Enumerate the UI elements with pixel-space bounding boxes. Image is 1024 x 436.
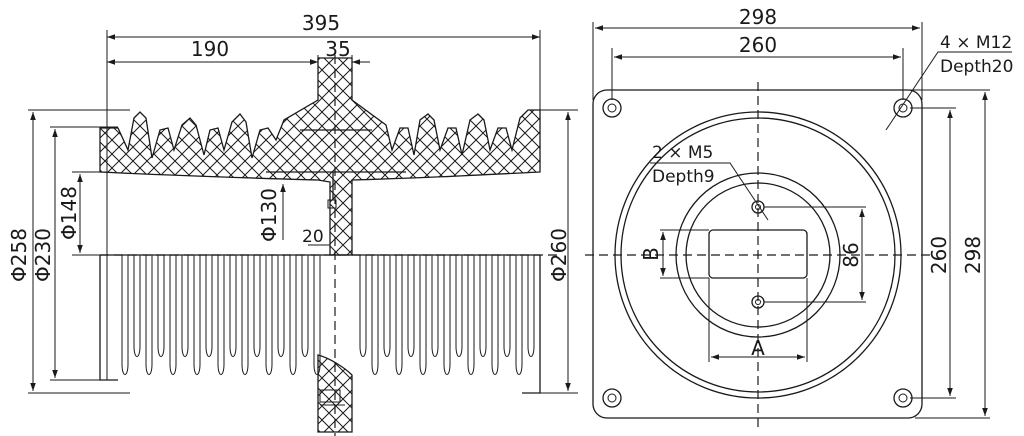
dim-plate-height: 298: [961, 236, 985, 274]
shed-fin: [133, 255, 141, 357]
dim-insert-depth: 20: [302, 227, 324, 247]
dim-bolt-spacing-v: 260: [927, 236, 951, 274]
screw-holes-depth: Depth9: [652, 167, 715, 187]
dim-hole-spacing: 86: [839, 242, 863, 267]
dim-slot-height: B: [639, 247, 663, 261]
shed-fin: [229, 255, 237, 357]
end-view: 298 260 260 298 86 B A 4 × M12 Depth20 2…: [585, 5, 1013, 430]
shed-fin: [407, 255, 415, 357]
shed-fin: [121, 255, 129, 375]
shed-fin: [395, 255, 403, 375]
shed-fin: [241, 255, 249, 375]
shed-fin: [169, 255, 177, 375]
shed-fin: [527, 255, 535, 357]
shed-fin: [503, 255, 511, 357]
shed-fin: [265, 255, 273, 375]
shed-fin: [301, 255, 309, 357]
shed-fin: [371, 255, 379, 375]
shed-fin: [289, 255, 297, 375]
shed-fin: [157, 255, 165, 357]
shed-fin: [419, 255, 427, 375]
shed-fin: [443, 255, 451, 375]
dim-dia-outer: Φ258: [7, 228, 31, 282]
dim-dia-bore: Φ148: [57, 186, 81, 240]
shed-fin: [359, 255, 367, 357]
bolt-holes-label: 4 × M12: [940, 33, 1012, 53]
shed-fin: [383, 255, 391, 357]
dim-flange-offset: 190: [191, 37, 229, 61]
shed-fin: [253, 255, 261, 357]
shed-fin: [431, 255, 439, 357]
side-view: 395 190 35 Φ258 Φ230 Φ148 Φ130 20 Φ260: [7, 11, 578, 436]
shed-fin: [205, 255, 213, 357]
shed-fin: [181, 255, 189, 357]
shed-fin: [217, 255, 225, 375]
dim-plate-width: 298: [739, 5, 777, 29]
dim-dia-shed: Φ230: [31, 228, 55, 282]
screw-holes-label: 2 × M5: [652, 143, 713, 163]
dim-overall-length: 395: [302, 11, 340, 35]
shed-fin: [277, 255, 285, 357]
section-hatched-upper: [99, 57, 541, 256]
shed-fin: [145, 255, 153, 375]
dim-bolt-spacing-h: 260: [739, 33, 777, 57]
shed-fin: [467, 255, 475, 375]
shed-fin: [479, 255, 487, 357]
sheds-lower: [121, 255, 535, 375]
shed-fin: [491, 255, 499, 375]
dim-slot-width: A: [751, 336, 765, 360]
shed-fin: [515, 255, 523, 375]
dim-dia-insert: Φ130: [257, 188, 281, 242]
shed-fin: [193, 255, 201, 375]
shed-fin: [455, 255, 463, 357]
dim-dia-flange: Φ260: [547, 228, 571, 282]
dim-flange-width: 35: [325, 37, 350, 61]
bolt-holes-depth: Depth20: [940, 57, 1013, 77]
